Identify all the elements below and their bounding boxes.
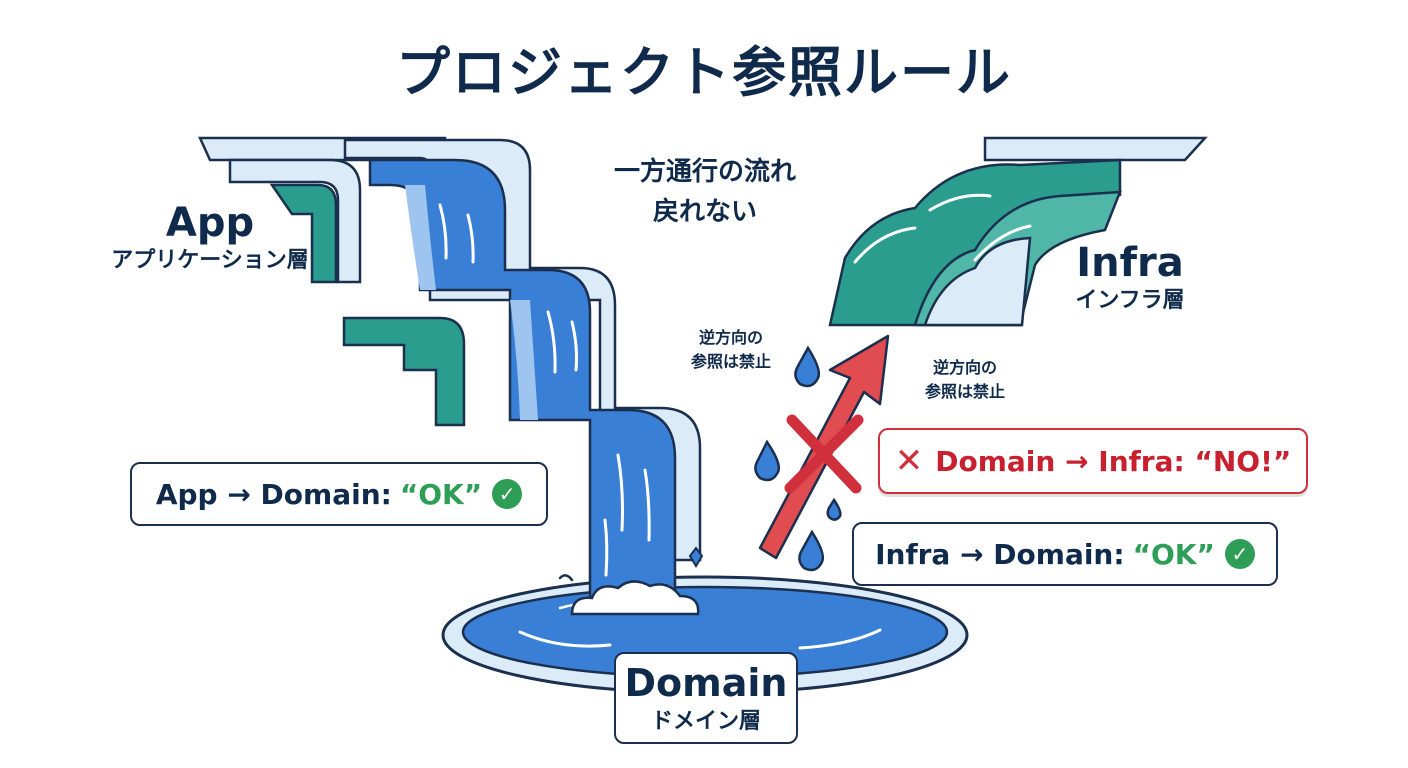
reverse-ban-note-right: 逆方向の 参照は禁止 — [900, 356, 1030, 404]
note-right-line1: 逆方向の — [932, 358, 997, 377]
domain-layer-label: Domain ドメイン層 — [614, 652, 798, 744]
domain-layer-name: Domain — [624, 661, 788, 705]
cross-icon — [784, 414, 864, 494]
infra-to-domain-verdict: “OK” — [1132, 537, 1215, 571]
waterfall-water — [368, 158, 677, 612]
check-circle-icon: ✓ — [1224, 539, 1255, 569]
infra-layer-name: Infra — [1076, 240, 1184, 286]
infra-layer-label: Infra インフラ層 — [1040, 240, 1220, 316]
app-layer-label: App アプリケーション層 — [80, 200, 340, 276]
app-to-domain-verdict: “OK” — [399, 477, 483, 511]
app-layer-subtitle: アプリケーション層 — [111, 248, 309, 273]
domain-to-infra-callout: ✕ Domain → Infra: “NO!” — [878, 428, 1308, 494]
infra-falls — [828, 136, 1208, 327]
infra-to-domain-callout: Infra → Domain: “OK” ✓ — [852, 522, 1278, 586]
page-title: プロジェクト参照ルール — [396, 41, 1012, 104]
cross-icon: ✕ — [894, 441, 924, 481]
droplet-icon — [754, 345, 842, 572]
app-to-domain-text: App → Domain: — [155, 477, 392, 511]
note-left-line1: 逆方向の — [698, 328, 763, 347]
reverse-ban-note-left: 逆方向の 参照は禁止 — [666, 326, 796, 374]
app-teal-steps — [269, 183, 466, 427]
app-layer-name: App — [165, 200, 255, 246]
foam-splash — [558, 546, 704, 616]
app-to-domain-callout: App → Domain: “OK” ✓ — [130, 462, 548, 526]
check-circle-icon: ✓ — [492, 479, 523, 509]
domain-to-infra-text: Domain → Infra: “NO!” — [935, 444, 1292, 478]
note-left-line2: 参照は禁止 — [690, 352, 771, 371]
infra-to-domain-text: Infra → Domain: — [875, 537, 1125, 571]
flow-note-line2: 戻れない — [652, 197, 757, 227]
flow-note-line1: 一方通行の流れ — [613, 157, 796, 187]
domain-layer-subtitle: ドメイン層 — [650, 709, 761, 734]
infra-layer-subtitle: インフラ層 — [1075, 288, 1185, 313]
note-right-line2: 参照は禁止 — [924, 382, 1005, 401]
one-way-flow-note: 一方通行の流れ 戻れない — [590, 152, 820, 232]
